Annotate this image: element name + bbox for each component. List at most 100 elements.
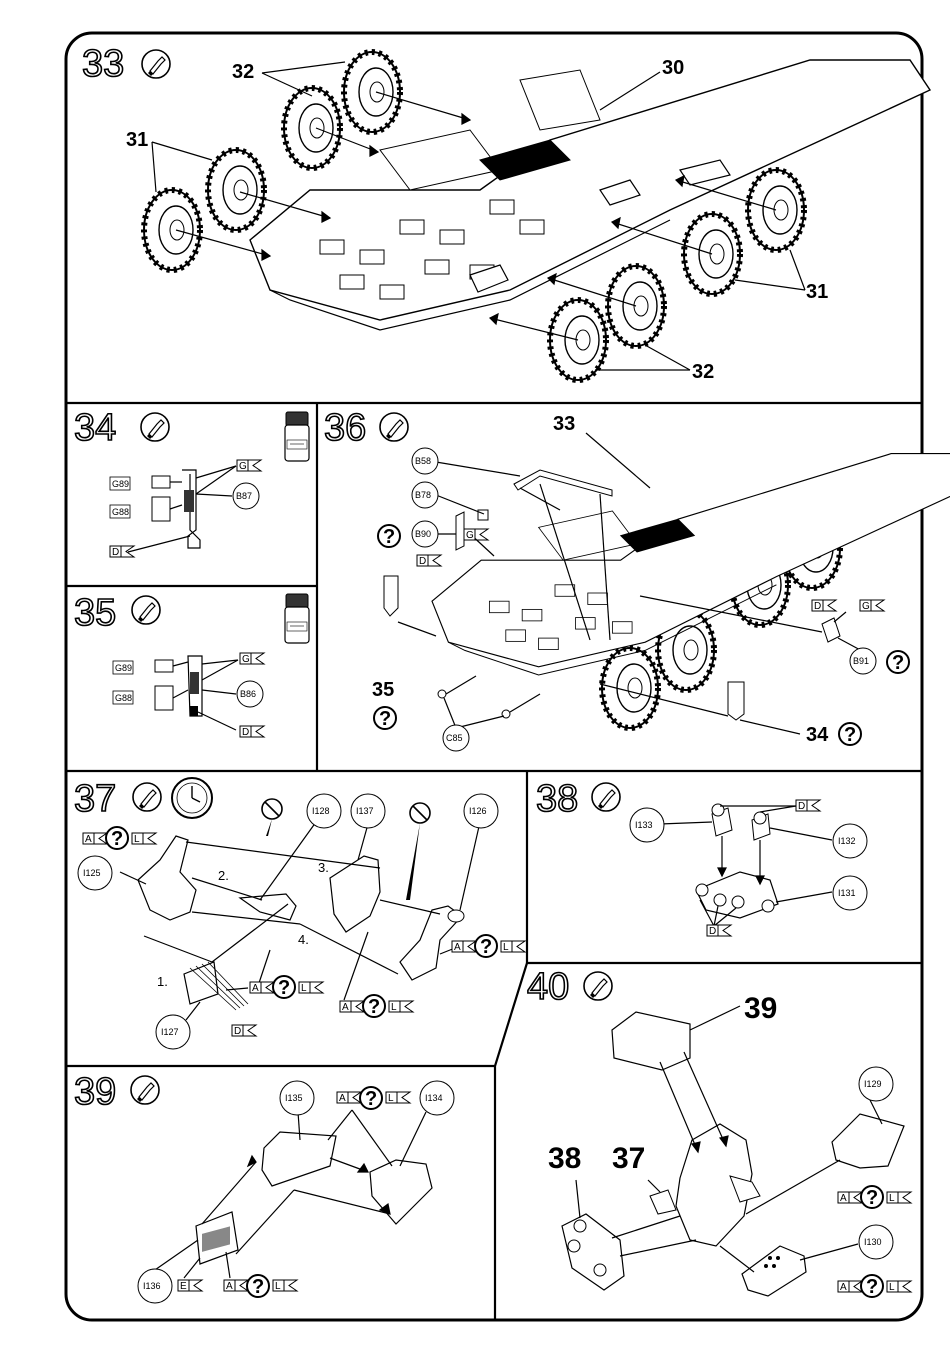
callout-32: 32 (232, 61, 254, 83)
callout-31: 31 (806, 281, 828, 303)
question-mark: ? (252, 1276, 264, 1298)
question-mark: ? (480, 936, 492, 958)
part-label: C85 (446, 733, 463, 743)
question-mark: ? (368, 996, 380, 1018)
step-number: 39 (74, 1071, 116, 1113)
part-label: I125 (83, 868, 101, 878)
part-label: G89 (112, 479, 129, 489)
part-label: B86 (240, 689, 256, 699)
part-label: I127 (161, 1027, 179, 1037)
question-mark: ? (278, 977, 290, 999)
step-number: 40 (527, 966, 569, 1008)
callout-33: 33 (553, 413, 575, 435)
color-code: D (242, 727, 249, 738)
part-label: G88 (112, 507, 129, 517)
paint-jar-icon (285, 412, 309, 461)
part-label: I132 (838, 836, 856, 846)
callout-37: 37 (612, 1142, 645, 1175)
color-code: D (419, 556, 426, 567)
color-code: L (889, 1193, 895, 1204)
color-code: A (342, 1002, 349, 1013)
tyre-32-rear-left (344, 52, 400, 132)
part-label: I135 (285, 1093, 303, 1103)
color-code: A (226, 1281, 233, 1292)
glue-tube-icon (584, 972, 612, 1000)
callout-32: 32 (692, 361, 714, 383)
glue-tube-icon (132, 596, 160, 624)
mirror-assembly (728, 682, 744, 720)
question-mark: ? (383, 526, 395, 548)
tyre-32-front-left (284, 88, 340, 168)
part-label: I133 (635, 820, 653, 830)
part-label: G88 (115, 693, 132, 703)
question-mark: ? (365, 1088, 377, 1110)
callout-30: 30 (662, 57, 684, 79)
color-code: D (798, 801, 805, 812)
glue-tube-icon (131, 1076, 159, 1104)
callout-35: 35 (372, 679, 394, 701)
part-label: I136 (143, 1281, 161, 1291)
color-code: L (388, 1093, 394, 1104)
part-label: B91 (853, 656, 869, 666)
mirror-assembly (384, 576, 398, 616)
color-code: G (242, 654, 250, 665)
part-label: I131 (838, 888, 856, 898)
step-number: 35 (74, 592, 116, 634)
color-code: D (709, 926, 716, 937)
question-mark: ? (892, 652, 904, 674)
color-code: A (252, 983, 259, 994)
part-label: I137 (356, 806, 374, 816)
color-code: A (454, 942, 461, 953)
glue-tube-icon (142, 50, 170, 78)
part-label: B78 (415, 490, 431, 500)
color-code: D (112, 547, 119, 558)
color-code: L (275, 1281, 281, 1292)
sequence-number: 1. (157, 974, 168, 989)
color-code: L (889, 1282, 895, 1293)
step-number: 36 (324, 407, 366, 449)
part-label: I126 (469, 806, 487, 816)
color-code: E (180, 1281, 187, 1292)
step-number: 34 (74, 407, 116, 449)
glue-tube-icon (133, 783, 161, 811)
part-label: B87 (236, 491, 252, 501)
sequence-number: 4. (298, 932, 309, 947)
color-code: L (503, 942, 509, 953)
glue-tube-icon (141, 413, 169, 441)
callout-34: 34 (806, 724, 829, 746)
part-B90 (456, 512, 464, 550)
part-label: I129 (864, 1079, 882, 1089)
part-label: B58 (415, 456, 431, 466)
color-code: A (840, 1193, 847, 1204)
question-mark: ? (111, 828, 123, 850)
color-code: G (862, 601, 870, 612)
question-mark: ? (379, 708, 391, 730)
color-code: G (466, 530, 474, 541)
color-code: D (234, 1026, 241, 1037)
color-code: A (339, 1093, 346, 1104)
sequence-number: 2. (218, 868, 229, 883)
part-label: I128 (312, 806, 330, 816)
color-code: D (814, 601, 821, 612)
tyre-31-rear-left (208, 150, 264, 230)
part-label: I134 (425, 1093, 443, 1103)
color-code: A (840, 1282, 847, 1293)
step-number: 37 (74, 778, 116, 820)
glue-tube-icon (380, 413, 408, 441)
question-mark: ? (866, 1187, 878, 1209)
color-code: A (85, 834, 92, 845)
glue-tube-icon (592, 783, 620, 811)
color-code: L (134, 834, 140, 845)
color-code: G (239, 461, 247, 472)
tyre-31-front-left (144, 190, 200, 270)
question-mark: ? (844, 724, 856, 746)
part-label: B90 (415, 529, 431, 539)
part-label: G89 (115, 663, 132, 673)
question-mark: ? (866, 1276, 878, 1298)
callout-31: 31 (126, 129, 148, 151)
step-number: 33 (82, 43, 124, 85)
drying-clock-icon (172, 778, 212, 818)
step-number: 38 (536, 778, 578, 820)
color-code: L (391, 1002, 397, 1013)
